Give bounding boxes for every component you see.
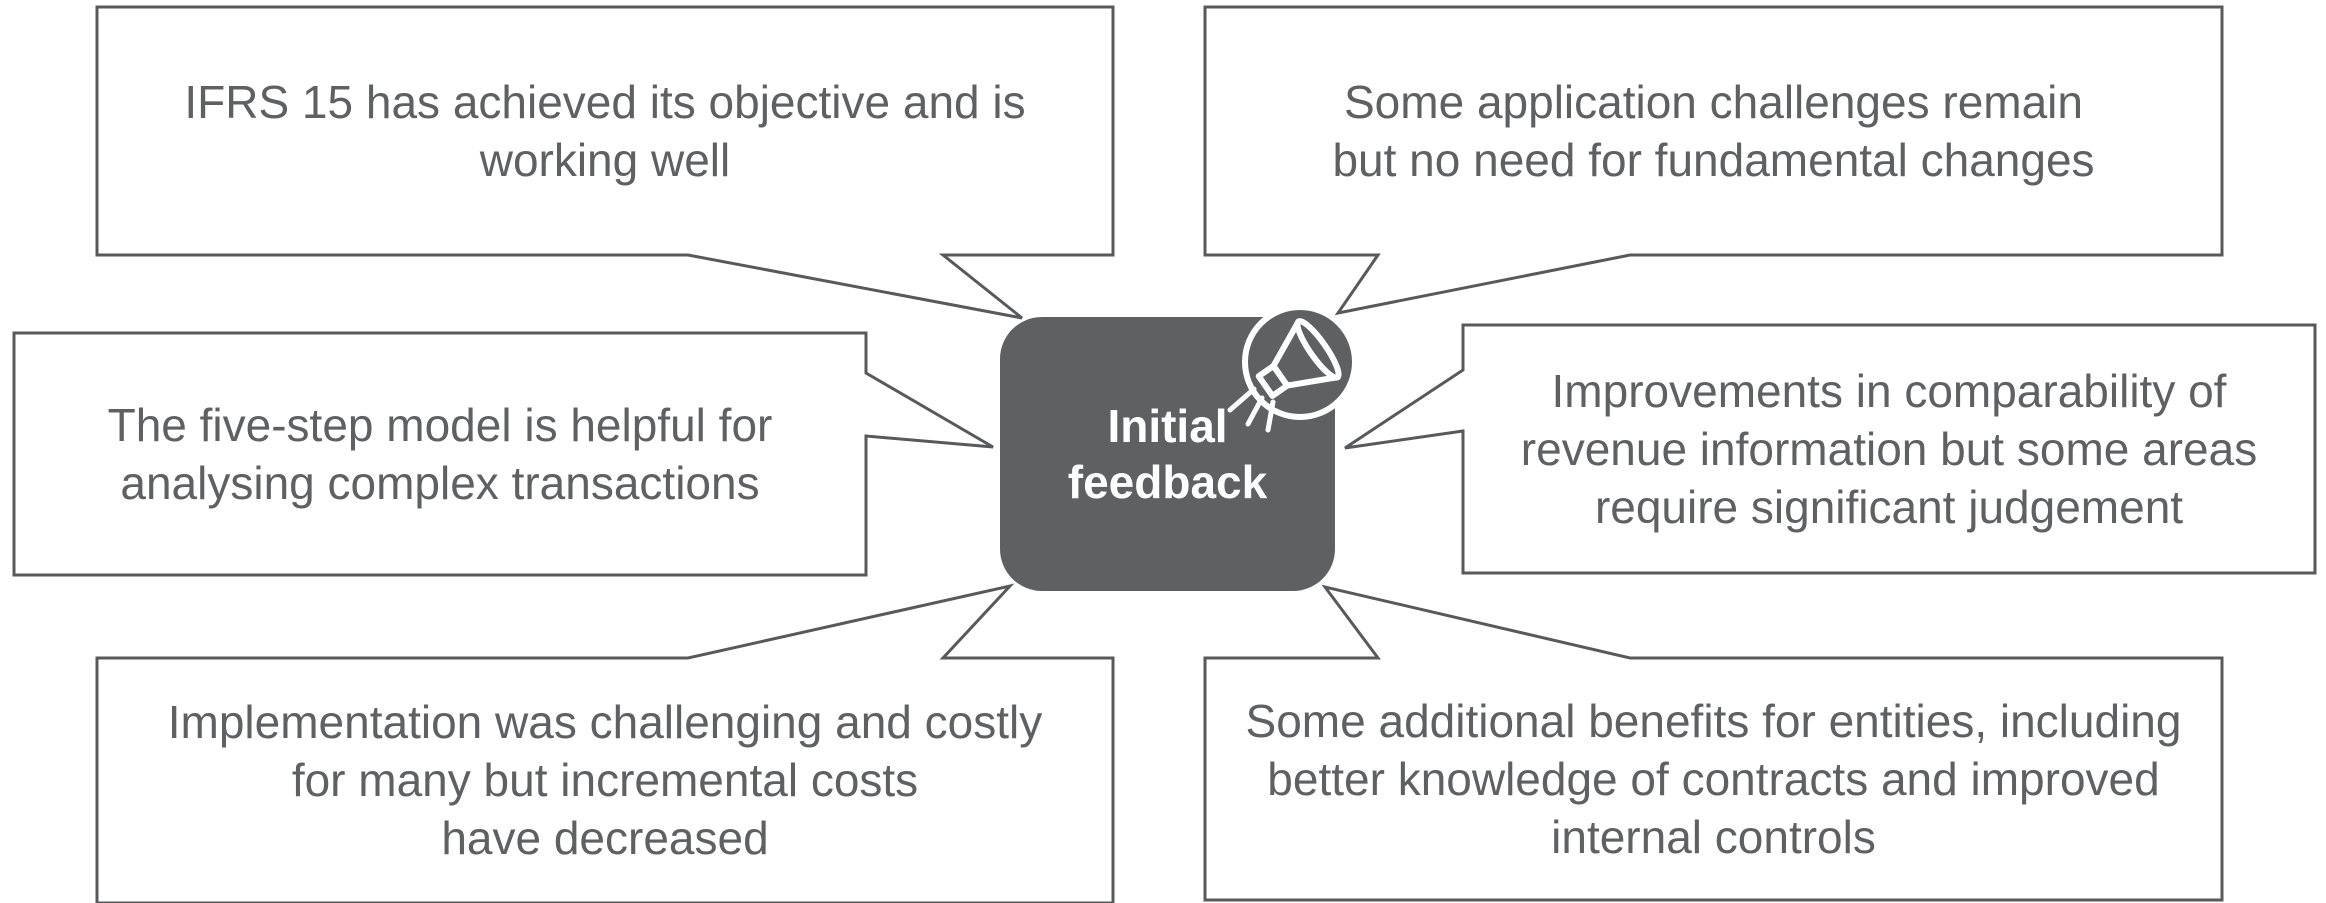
- megaphone-icon: [1227, 304, 1358, 433]
- callout-bottom-left-text: Implementation was challenging and costl…: [167, 696, 1043, 864]
- callout-middle-right-box: [1344, 323, 2317, 575]
- callout-bottom-left-box: [95, 583, 1115, 903]
- callout-bottom-right-text: Some additional benefits for entities, i…: [1245, 695, 2182, 863]
- center-title-line1: Initial: [1107, 400, 1228, 452]
- callout-middle-left-text: The five-step model is helpful for analy…: [107, 399, 773, 509]
- callout-middle-right-text: Improvements in comparability of revenue…: [1520, 365, 2258, 533]
- callout-bottom-right-box: [1203, 584, 2224, 902]
- callout-top-left-text: IFRS 15 has achieved its objective and i…: [184, 76, 1026, 186]
- center-title-line2: feedback: [1067, 456, 1268, 508]
- callout-middle-left-box: [12, 331, 994, 577]
- callout-top-left-box: [95, 5, 1115, 320]
- center-title: Initial feedback: [1000, 396, 1335, 512]
- callout-top-right-box: [1203, 5, 2224, 316]
- callout-top-right-text: Some application challenges remain but n…: [1332, 76, 2095, 186]
